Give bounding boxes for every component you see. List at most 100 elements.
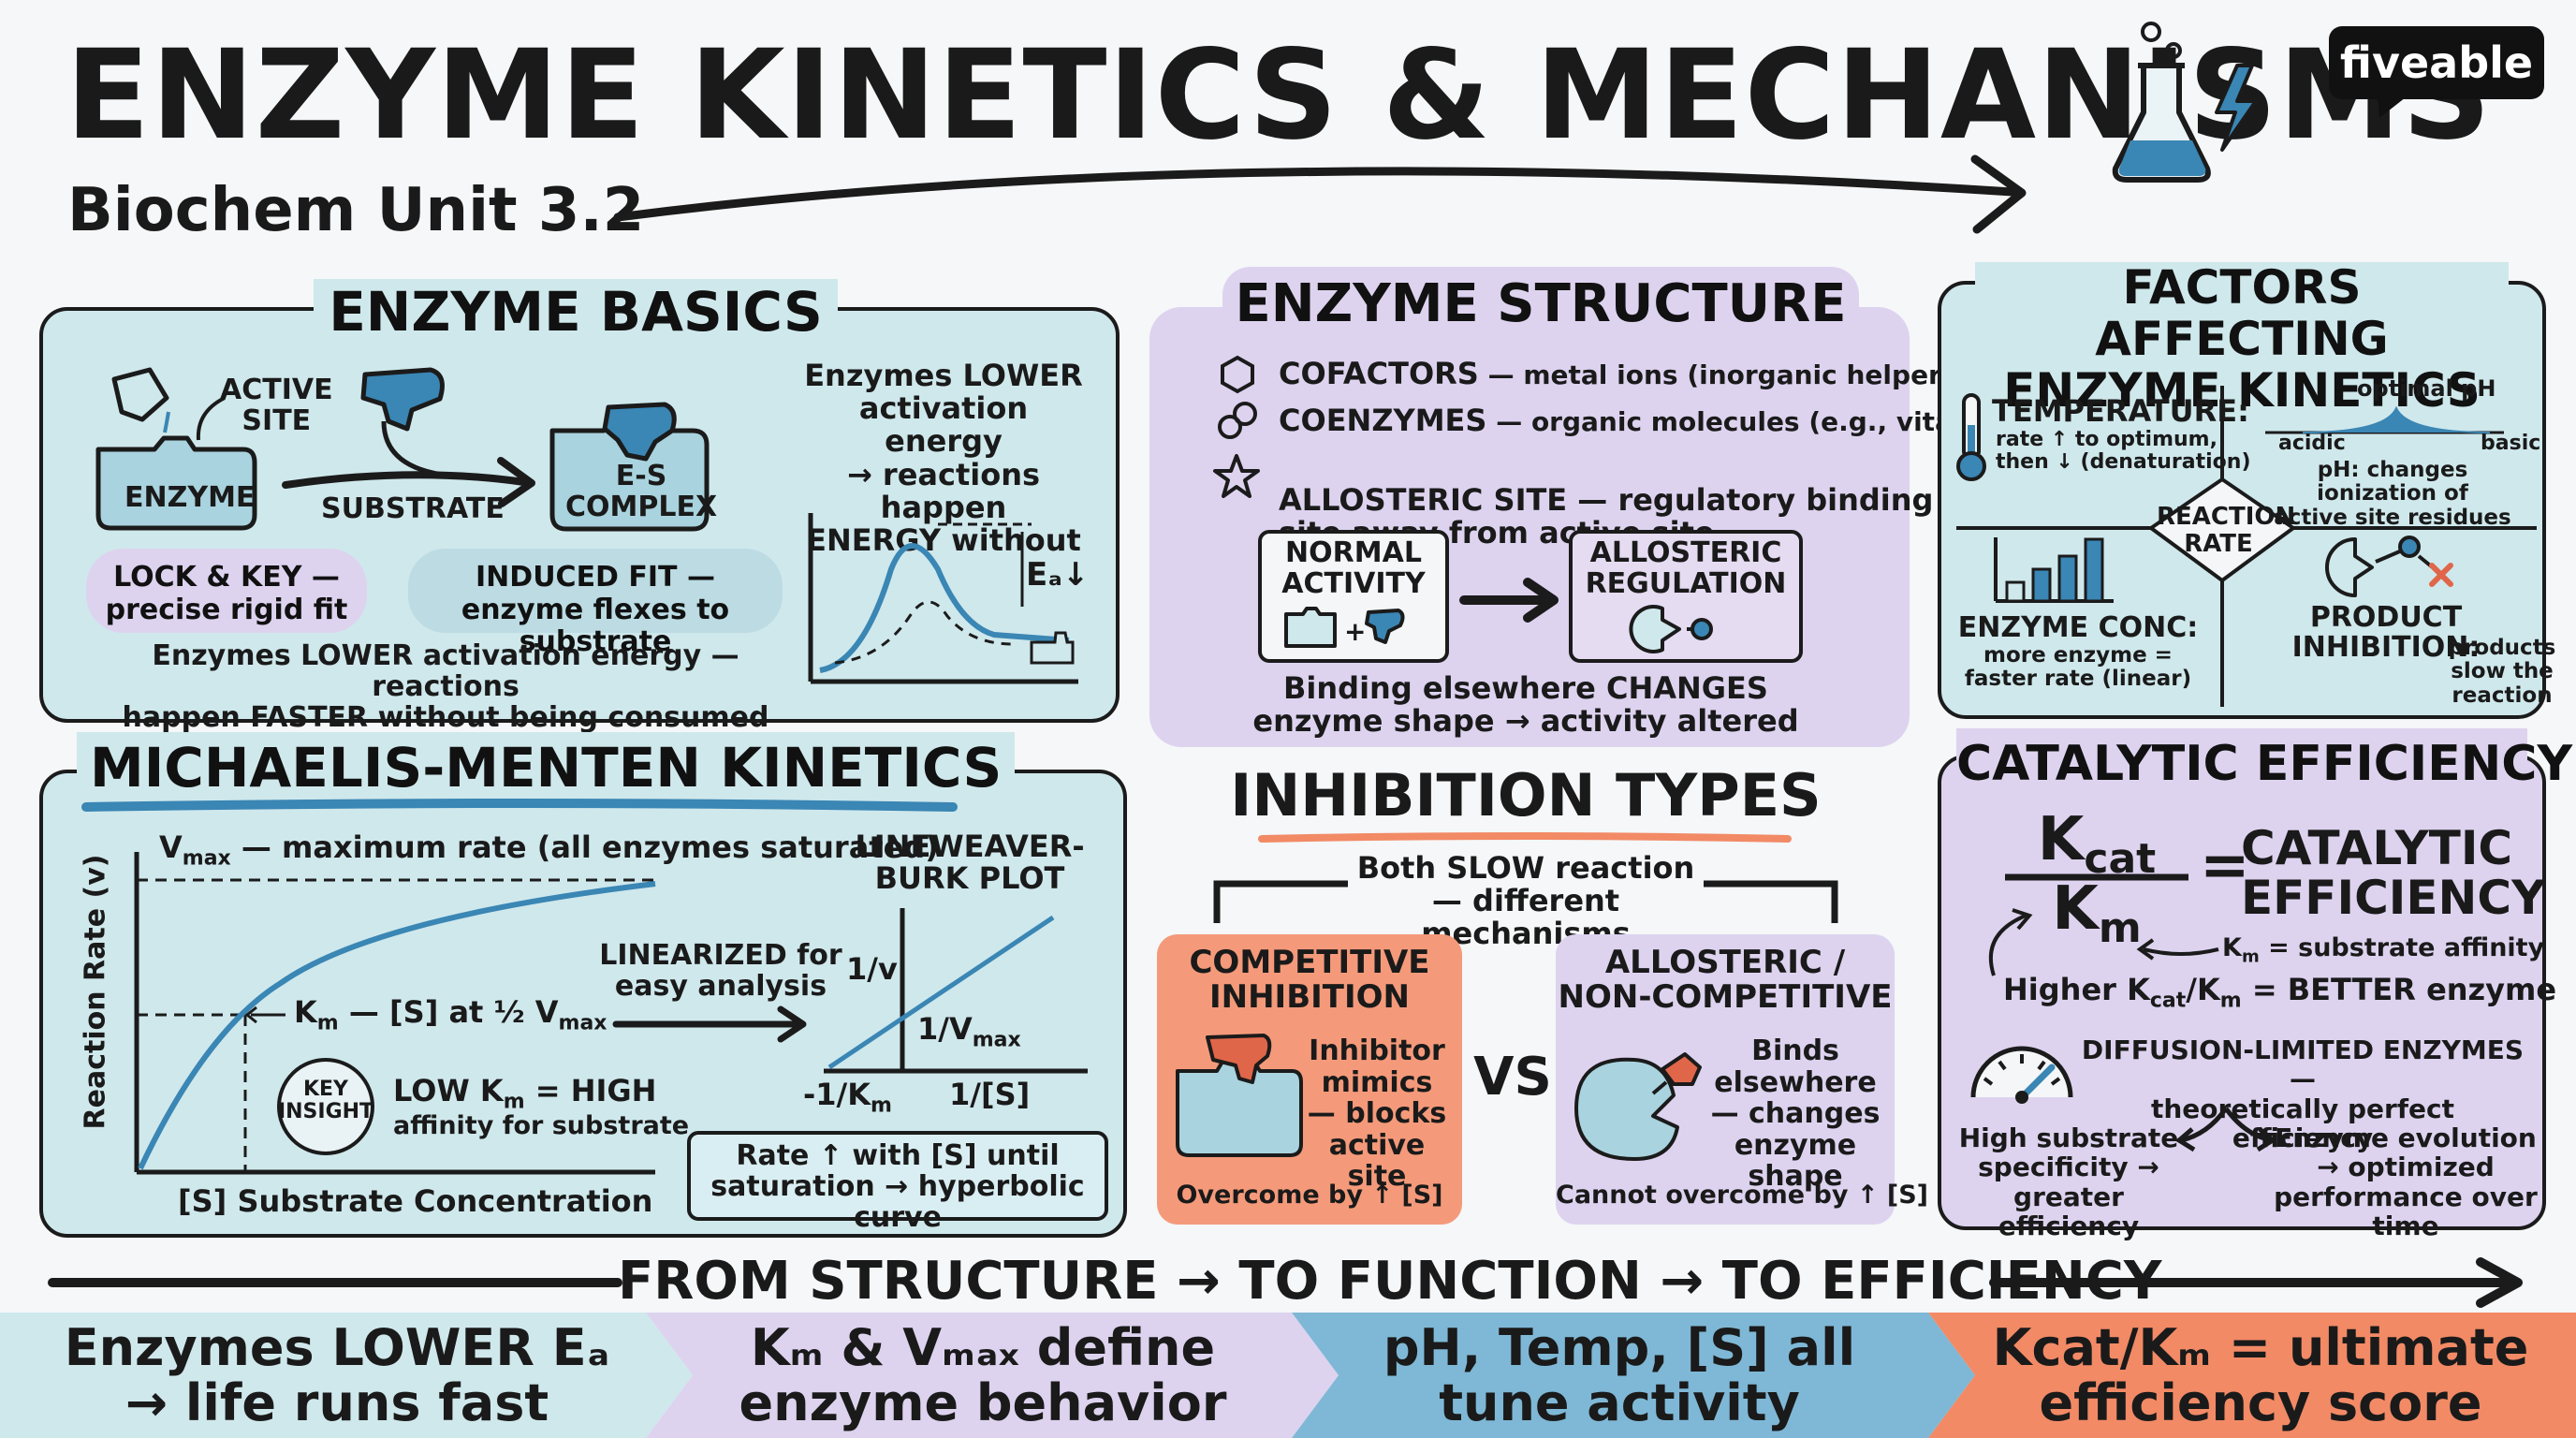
page-title: ENZYME KINETICS & MECHANISMS bbox=[66, 23, 2493, 168]
factors-quadrant-lines bbox=[1956, 386, 2537, 707]
lb-slope-subscript: max bbox=[972, 1028, 1021, 1052]
km-subscript: m bbox=[316, 1011, 339, 1035]
mm-ylabel: Reaction Rate (v) bbox=[79, 854, 112, 1130]
es-complex-label: E-S COMPLEX bbox=[565, 460, 718, 523]
lock-key-diagram bbox=[95, 367, 710, 532]
enzyme-conc-desc: more enzyme = faster rate (linear) bbox=[1964, 643, 2192, 692]
km-note: Km = substrate affinity bbox=[2222, 934, 2544, 966]
higher-kcat-label: Higher Kcat/Km = BETTER enzyme bbox=[2003, 972, 2557, 1013]
thermometer-icon bbox=[1956, 393, 1986, 481]
lb-xneg-text: -1/K bbox=[803, 1077, 871, 1112]
ph-curve bbox=[2265, 405, 2504, 434]
km-desc-subscript: max bbox=[558, 1011, 607, 1035]
km-symbol: K bbox=[294, 994, 317, 1030]
allosteric-regulation-label: ALLOSTERIC REGULATION bbox=[1585, 536, 1787, 600]
enzyme-label: ENZYME bbox=[124, 481, 256, 514]
coenzymes-term: COENZYMES bbox=[1279, 403, 1487, 438]
flow-label: FROM STRUCTURE → TO FUNCTION → TO EFFICI… bbox=[618, 1251, 2162, 1312]
star-icon bbox=[1213, 454, 1260, 498]
product-inhibition-desc: products slow the reaction bbox=[2448, 636, 2556, 708]
inhibition-both: Both SLOW reaction — different mechanism… bbox=[1356, 850, 1695, 952]
footer-item-1: Enzymes LOWER Eₐ → life runs fast bbox=[64, 1318, 610, 1433]
factors-title: FACTORS AFFECTING ENZYME KINETICS bbox=[1975, 262, 2509, 417]
allosteric-desc: Binds elsewhere — changes enzyme shape bbox=[1710, 1034, 1881, 1194]
km-denominator-subscript: m bbox=[2098, 903, 2142, 952]
lb-xneg-subscript: m bbox=[871, 1093, 892, 1118]
higher-kcat-rest: = BETTER enzyme bbox=[2241, 972, 2557, 1007]
km-note-subscript: m bbox=[2241, 946, 2260, 967]
vmax-desc: — maximum rate (all enzymes saturated) bbox=[241, 829, 939, 865]
mm-plot bbox=[134, 852, 656, 1175]
allosteric-title: ALLOSTERIC / NON-COMPETITIVE bbox=[1558, 944, 1893, 1017]
km-denominator: Km bbox=[2003, 876, 2190, 951]
coenzymes-item: COENZYMES — organic molecules (e.g., vit… bbox=[1279, 404, 2035, 437]
product-inhibition-title: PRODUCT INHIBITION: bbox=[2291, 601, 2481, 664]
km-denominator-symbol: K bbox=[2052, 874, 2099, 944]
competitive-title: COMPETITIVE INHIBITION bbox=[1189, 944, 1430, 1017]
enzyme-conc-title: ENZYME CONC: bbox=[1957, 611, 2199, 644]
mm-xlabel: [S] Substrate Concentration bbox=[178, 1183, 653, 1219]
key-insight-badge bbox=[277, 1058, 374, 1155]
kcat-numerator: Kcat bbox=[2003, 807, 2190, 882]
flow-arrow bbox=[48, 1257, 2523, 1308]
allosteric-icon bbox=[1574, 1052, 1702, 1161]
cofactors-desc: — metal ions (inorganic helpers) bbox=[1478, 360, 1969, 390]
ph-desc: pH: changes ionization of active site re… bbox=[2274, 458, 2511, 530]
vs-label: VS bbox=[1473, 1047, 1552, 1108]
allosteric-note: Cannot overcome by ↑ [S] bbox=[1556, 1181, 1928, 1210]
lb-slope-text: 1/V bbox=[917, 1011, 973, 1047]
kcat-subscript: cat bbox=[2084, 834, 2157, 883]
brand-logo-text: fiveable bbox=[2339, 37, 2534, 88]
basics-summary: Enzymes LOWER activation energy — reacti… bbox=[122, 639, 769, 734]
inhibition-underline bbox=[1258, 832, 1792, 843]
branch-arrows bbox=[2174, 1107, 2277, 1152]
lock-key-pill: LOCK & KEY — precise rigid fit bbox=[86, 549, 367, 633]
km-label: Km — [S] at ½ Vmax bbox=[294, 994, 607, 1035]
optimal-ph-label: optimal pH bbox=[2357, 375, 2496, 402]
allosteric-regulation-icon bbox=[1629, 605, 1713, 653]
affinity-label: affinity for substrate bbox=[393, 1111, 690, 1140]
fraction-bar bbox=[2005, 873, 2188, 881]
lb-title: LINEWEAVER- BURK PLOT bbox=[855, 829, 1085, 896]
higher-curve-arrow bbox=[1988, 908, 2033, 976]
lineweaver-burk-plot bbox=[824, 908, 1088, 1074]
catalytic-efficiency-result: CATALYTIC EFFICIENCY bbox=[2241, 821, 2546, 925]
normal-activity-box bbox=[1258, 530, 1449, 663]
lb-x-label: 1/[S] bbox=[949, 1077, 1031, 1112]
normal-to-allosteric-arrow bbox=[1459, 578, 1559, 623]
footer-item-4: Kcat/Kₘ = ultimate efficiency score bbox=[1992, 1318, 2529, 1433]
linearized-arrow bbox=[612, 1005, 807, 1043]
enzyme-basics-title: ENZYME BASICS bbox=[314, 279, 838, 345]
vmax-subscript: max bbox=[182, 846, 231, 871]
cofactors-term: COFACTORS bbox=[1279, 356, 1479, 391]
product-inhibition-icon bbox=[2325, 536, 2453, 597]
higher-kcat-mid: /K bbox=[2186, 972, 2220, 1007]
induced-fit-pill: INDUCED FIT — enzyme flexes to substrate bbox=[408, 549, 783, 658]
flask-icon bbox=[2112, 22, 2258, 183]
footer-item-2: Kₘ & Vₘₐₓ define enzyme behavior bbox=[739, 1318, 1227, 1433]
title-underline bbox=[81, 799, 958, 812]
inhibition-bracket bbox=[1213, 880, 1838, 923]
lb-slope-label: 1/Vmax bbox=[917, 1011, 1021, 1052]
kcat-symbol: K bbox=[2037, 805, 2085, 874]
allosteric-regulation-box bbox=[1569, 530, 1803, 663]
vmax-label: Vmax — maximum rate (all enzymes saturat… bbox=[159, 829, 939, 871]
substrate-label: SUBSTRATE bbox=[321, 492, 505, 525]
svg-text:+: + bbox=[1344, 616, 1366, 647]
low-km-subscript: m bbox=[503, 1090, 525, 1114]
evolution-label: Enzyme evolution → optimized performance… bbox=[2274, 1123, 2538, 1242]
acidic-label: acidic bbox=[2278, 432, 2346, 455]
competitive-desc: Inhibitor mimics — blocks active site bbox=[1307, 1034, 1447, 1194]
gauge-icon bbox=[1970, 1046, 2073, 1104]
footer-item-3: pH, Temp, [S] all tune activity bbox=[1383, 1318, 1856, 1433]
ea-label: Eₐ↓ bbox=[1026, 556, 1090, 594]
brand-logo: fiveable bbox=[2329, 26, 2544, 99]
specificity-label: High substrate specificity → greater eff… bbox=[1958, 1123, 2179, 1242]
lb-y-label: 1/v bbox=[846, 951, 898, 987]
brand-logo-tail bbox=[2378, 97, 2406, 118]
low-km-rest: = HIGH bbox=[524, 1073, 657, 1108]
active-site-label: ACTIVE SITE bbox=[220, 374, 333, 437]
low-km-label: LOW Km = HIGH bbox=[393, 1073, 657, 1114]
diffusion-limited: DIFFUSION-LIMITED ENZYMES — theoreticall… bbox=[2081, 1034, 2525, 1154]
